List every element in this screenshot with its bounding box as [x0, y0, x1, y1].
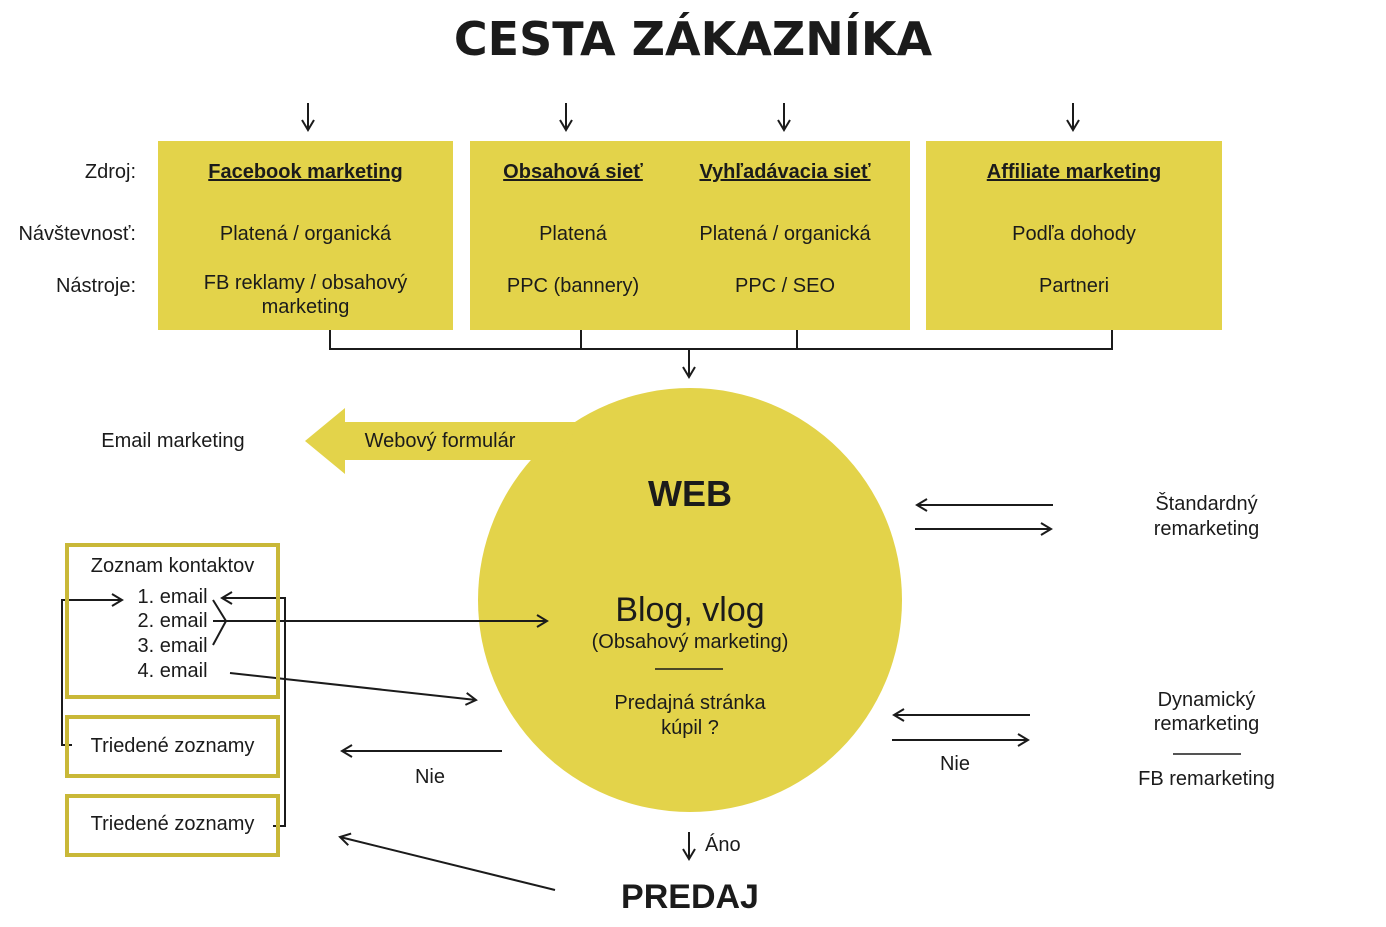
blog-label: Blog, vlog [615, 591, 765, 629]
no-label-right: Nie [939, 753, 970, 775]
web-label: WEB [648, 473, 732, 514]
source-tools-content: PPC (bannery) [506, 275, 640, 297]
sale-label: PREDAJ [621, 878, 759, 916]
bought-label: kúpil ? [661, 717, 719, 739]
label-tools: Nástroje: [55, 275, 136, 297]
fb-remarketing-label: FB remarketing [1138, 768, 1275, 790]
source-name-search: Vyhľadávacia sieť [699, 161, 871, 183]
source-traffic-facebook: Platená / organická [219, 223, 392, 245]
source-name-facebook: Facebook marketing [208, 161, 403, 183]
email-item-1: 1. email [137, 586, 208, 608]
dynamic-remarketing-label-2: remarketing [1153, 713, 1260, 735]
source-traffic-search: Platená / organická [699, 223, 871, 245]
standard-remarketing-label-1: Štandardný [1155, 493, 1258, 515]
web-circle [478, 388, 902, 812]
email-item-3: 3. email [137, 635, 208, 657]
web-form-label: Webový formulár [364, 430, 516, 452]
contacts-list-title: Zoznam kontaktov [90, 555, 255, 577]
source-tools-search: PPC / SEO [734, 275, 836, 297]
arrow-sale-to-email [338, 832, 556, 891]
dynamic-remarketing-label-1: Dynamický [1157, 689, 1256, 711]
source-box-facebook [158, 141, 453, 330]
sorted-lists-box-1 [65, 715, 280, 778]
source-tools-facebook-2: marketing [261, 296, 350, 318]
sorted-lists-label-2: Triedené zoznamy [90, 813, 255, 835]
source-tools-facebook: FB reklamy / obsahový [203, 272, 408, 294]
source-name-content: Obsahová sieť [503, 161, 643, 183]
label-traffic: Návštevnosť: [18, 223, 136, 245]
email-item-2: 2. email [137, 610, 208, 632]
source-box-affiliate [926, 141, 1222, 330]
standard-remarketing-label-2: remarketing [1153, 518, 1260, 540]
source-traffic-affiliate: Podľa dohody [1012, 223, 1136, 245]
source-name-affiliate: Affiliate marketing [986, 161, 1162, 183]
sources-connector [329, 330, 1113, 350]
blog-sub-label: (Obsahový marketing) [591, 631, 789, 653]
web-form-arrow [305, 408, 580, 474]
page-title: CESTA ZÁKAZNÍKA [453, 12, 933, 66]
sorted-lists-box-2 [65, 794, 280, 857]
source-traffic-content: Platená [539, 223, 607, 245]
no-label-left: Nie [414, 766, 445, 788]
source-box-networks [470, 141, 910, 330]
yes-label: Áno [705, 834, 741, 856]
sorted-lists-label-1: Triedené zoznamy [90, 735, 255, 757]
email-marketing-title: Email marketing [101, 430, 245, 452]
source-tools-affiliate: Partneri [1038, 275, 1110, 297]
sales-page-label: Predajná stránka [614, 692, 766, 714]
label-source: Zdroj: [84, 161, 136, 183]
email-item-4: 4. email [137, 660, 208, 682]
contacts-list-box [65, 543, 280, 699]
arrow-email4-to-web [229, 672, 478, 706]
